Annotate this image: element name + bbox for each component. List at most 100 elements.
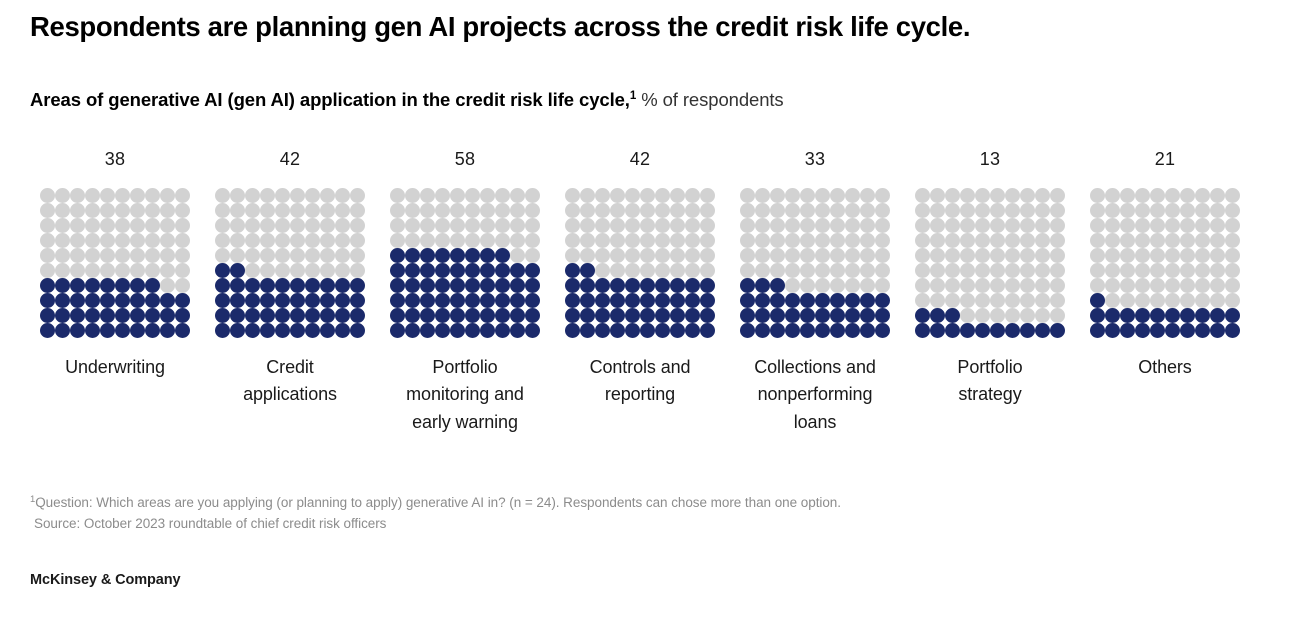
waffle-dot-empty xyxy=(875,203,890,218)
waffle-dot-empty xyxy=(290,263,305,278)
waffle-value-label: 38 xyxy=(104,149,126,169)
waffle-dot-empty xyxy=(860,218,875,233)
waffle-dot-filled xyxy=(55,323,70,338)
waffle-dot-empty xyxy=(670,203,685,218)
waffle-dot-empty xyxy=(1035,263,1050,278)
waffle-dot-empty xyxy=(495,218,510,233)
waffle-dot-empty xyxy=(215,188,230,203)
waffle-dot-filled xyxy=(510,323,525,338)
waffle-dot-empty xyxy=(260,263,275,278)
waffle-dot-empty xyxy=(115,263,130,278)
waffle-dot-empty xyxy=(785,233,800,248)
waffle-dot-empty xyxy=(830,278,845,293)
waffle-dot-empty xyxy=(1135,248,1150,263)
waffle-dot-empty xyxy=(85,248,100,263)
waffle-dot-filled xyxy=(320,308,335,323)
waffle-dot-empty xyxy=(1210,188,1225,203)
waffle-dot-empty xyxy=(975,188,990,203)
waffle-dot-empty xyxy=(800,278,815,293)
waffle-dot-filled xyxy=(685,323,700,338)
waffle-dot-empty xyxy=(785,263,800,278)
waffle-dot-empty xyxy=(1225,218,1240,233)
waffle-dot-empty xyxy=(320,188,335,203)
footnote-source: Source: October 2023 roundtable of chief… xyxy=(34,515,387,531)
waffle-dot-filled xyxy=(755,323,770,338)
waffle-dot-empty xyxy=(785,188,800,203)
waffle-dot-empty xyxy=(1105,203,1120,218)
waffle-dot-filled xyxy=(130,278,145,293)
waffle-dot-empty xyxy=(480,233,495,248)
waffle-dot-empty xyxy=(245,218,260,233)
waffle-dot-empty xyxy=(230,203,245,218)
waffle-dot-empty xyxy=(610,233,625,248)
waffle-dot-empty xyxy=(960,293,975,308)
waffle-dot-empty xyxy=(70,218,85,233)
waffle-dot-empty xyxy=(930,263,945,278)
waffle-dot-empty xyxy=(260,218,275,233)
waffle-dot-empty xyxy=(1135,188,1150,203)
waffle-dot-empty xyxy=(670,188,685,203)
waffle-dot-empty xyxy=(930,188,945,203)
waffle-dot-filled xyxy=(815,293,830,308)
waffle-dot-empty xyxy=(830,203,845,218)
waffle-dot-filled xyxy=(465,248,480,263)
waffle-dot-filled xyxy=(435,293,450,308)
waffle-dot-filled xyxy=(320,323,335,338)
waffle-dot-empty xyxy=(260,248,275,263)
waffle-dot-empty xyxy=(815,233,830,248)
waffle-dot-empty xyxy=(610,248,625,263)
waffle-dot-empty xyxy=(435,218,450,233)
waffle-dot-filled xyxy=(40,323,55,338)
waffle-dot-filled xyxy=(655,293,670,308)
waffle-dot-empty xyxy=(830,263,845,278)
waffle-dot-empty xyxy=(390,218,405,233)
waffle-dot-filled xyxy=(1090,293,1105,308)
waffle-dot-empty xyxy=(1105,218,1120,233)
waffle-dot-filled xyxy=(990,323,1005,338)
waffle-dot-empty xyxy=(1035,233,1050,248)
waffle-dot-filled xyxy=(435,263,450,278)
waffle-dot-empty xyxy=(930,233,945,248)
waffle-dot-empty xyxy=(290,203,305,218)
waffle-dot-filled xyxy=(625,323,640,338)
waffle-dot-empty xyxy=(625,218,640,233)
waffle-dot-filled xyxy=(495,293,510,308)
waffle-dot-filled xyxy=(1135,323,1150,338)
waffle-dot-empty xyxy=(245,263,260,278)
waffle-dot-empty xyxy=(990,218,1005,233)
waffle-dot-empty xyxy=(830,248,845,263)
waffle-dot-empty xyxy=(815,188,830,203)
waffle-dot-filled xyxy=(655,308,670,323)
waffle-dot-empty xyxy=(1135,203,1150,218)
waffle-dot-empty xyxy=(845,218,860,233)
waffle-dot-filled xyxy=(215,308,230,323)
waffle-dot-empty xyxy=(1150,188,1165,203)
waffle-dot-empty xyxy=(580,203,595,218)
waffle-dot-filled xyxy=(480,263,495,278)
waffle-dot-empty xyxy=(100,263,115,278)
waffle-dot-empty xyxy=(915,263,930,278)
waffle-dot-empty xyxy=(565,233,580,248)
waffle-dot-empty xyxy=(435,203,450,218)
waffle-dot-filled xyxy=(160,308,175,323)
waffle-dot-empty xyxy=(785,218,800,233)
waffle-dot-empty xyxy=(1225,203,1240,218)
waffle-dot-filled xyxy=(1090,308,1105,323)
waffle-dot-filled xyxy=(915,323,930,338)
waffle-dot-filled xyxy=(625,308,640,323)
waffle-dot-empty xyxy=(1165,233,1180,248)
waffle-value-label: 33 xyxy=(804,149,826,169)
waffle-dot-filled xyxy=(115,308,130,323)
waffle-dot-empty xyxy=(435,188,450,203)
waffle-dot-empty xyxy=(175,233,190,248)
brand-mckinsey-company: McKinsey & Company xyxy=(30,572,181,588)
waffle-dot-filled xyxy=(930,308,945,323)
waffle-dot-filled xyxy=(875,308,890,323)
waffle-dot-filled xyxy=(405,308,420,323)
waffle-dot-empty xyxy=(350,203,365,218)
waffle-dot-empty xyxy=(845,203,860,218)
waffle-dot-empty xyxy=(1120,293,1135,308)
waffle-dot-empty xyxy=(700,188,715,203)
waffle-dot-empty xyxy=(215,218,230,233)
